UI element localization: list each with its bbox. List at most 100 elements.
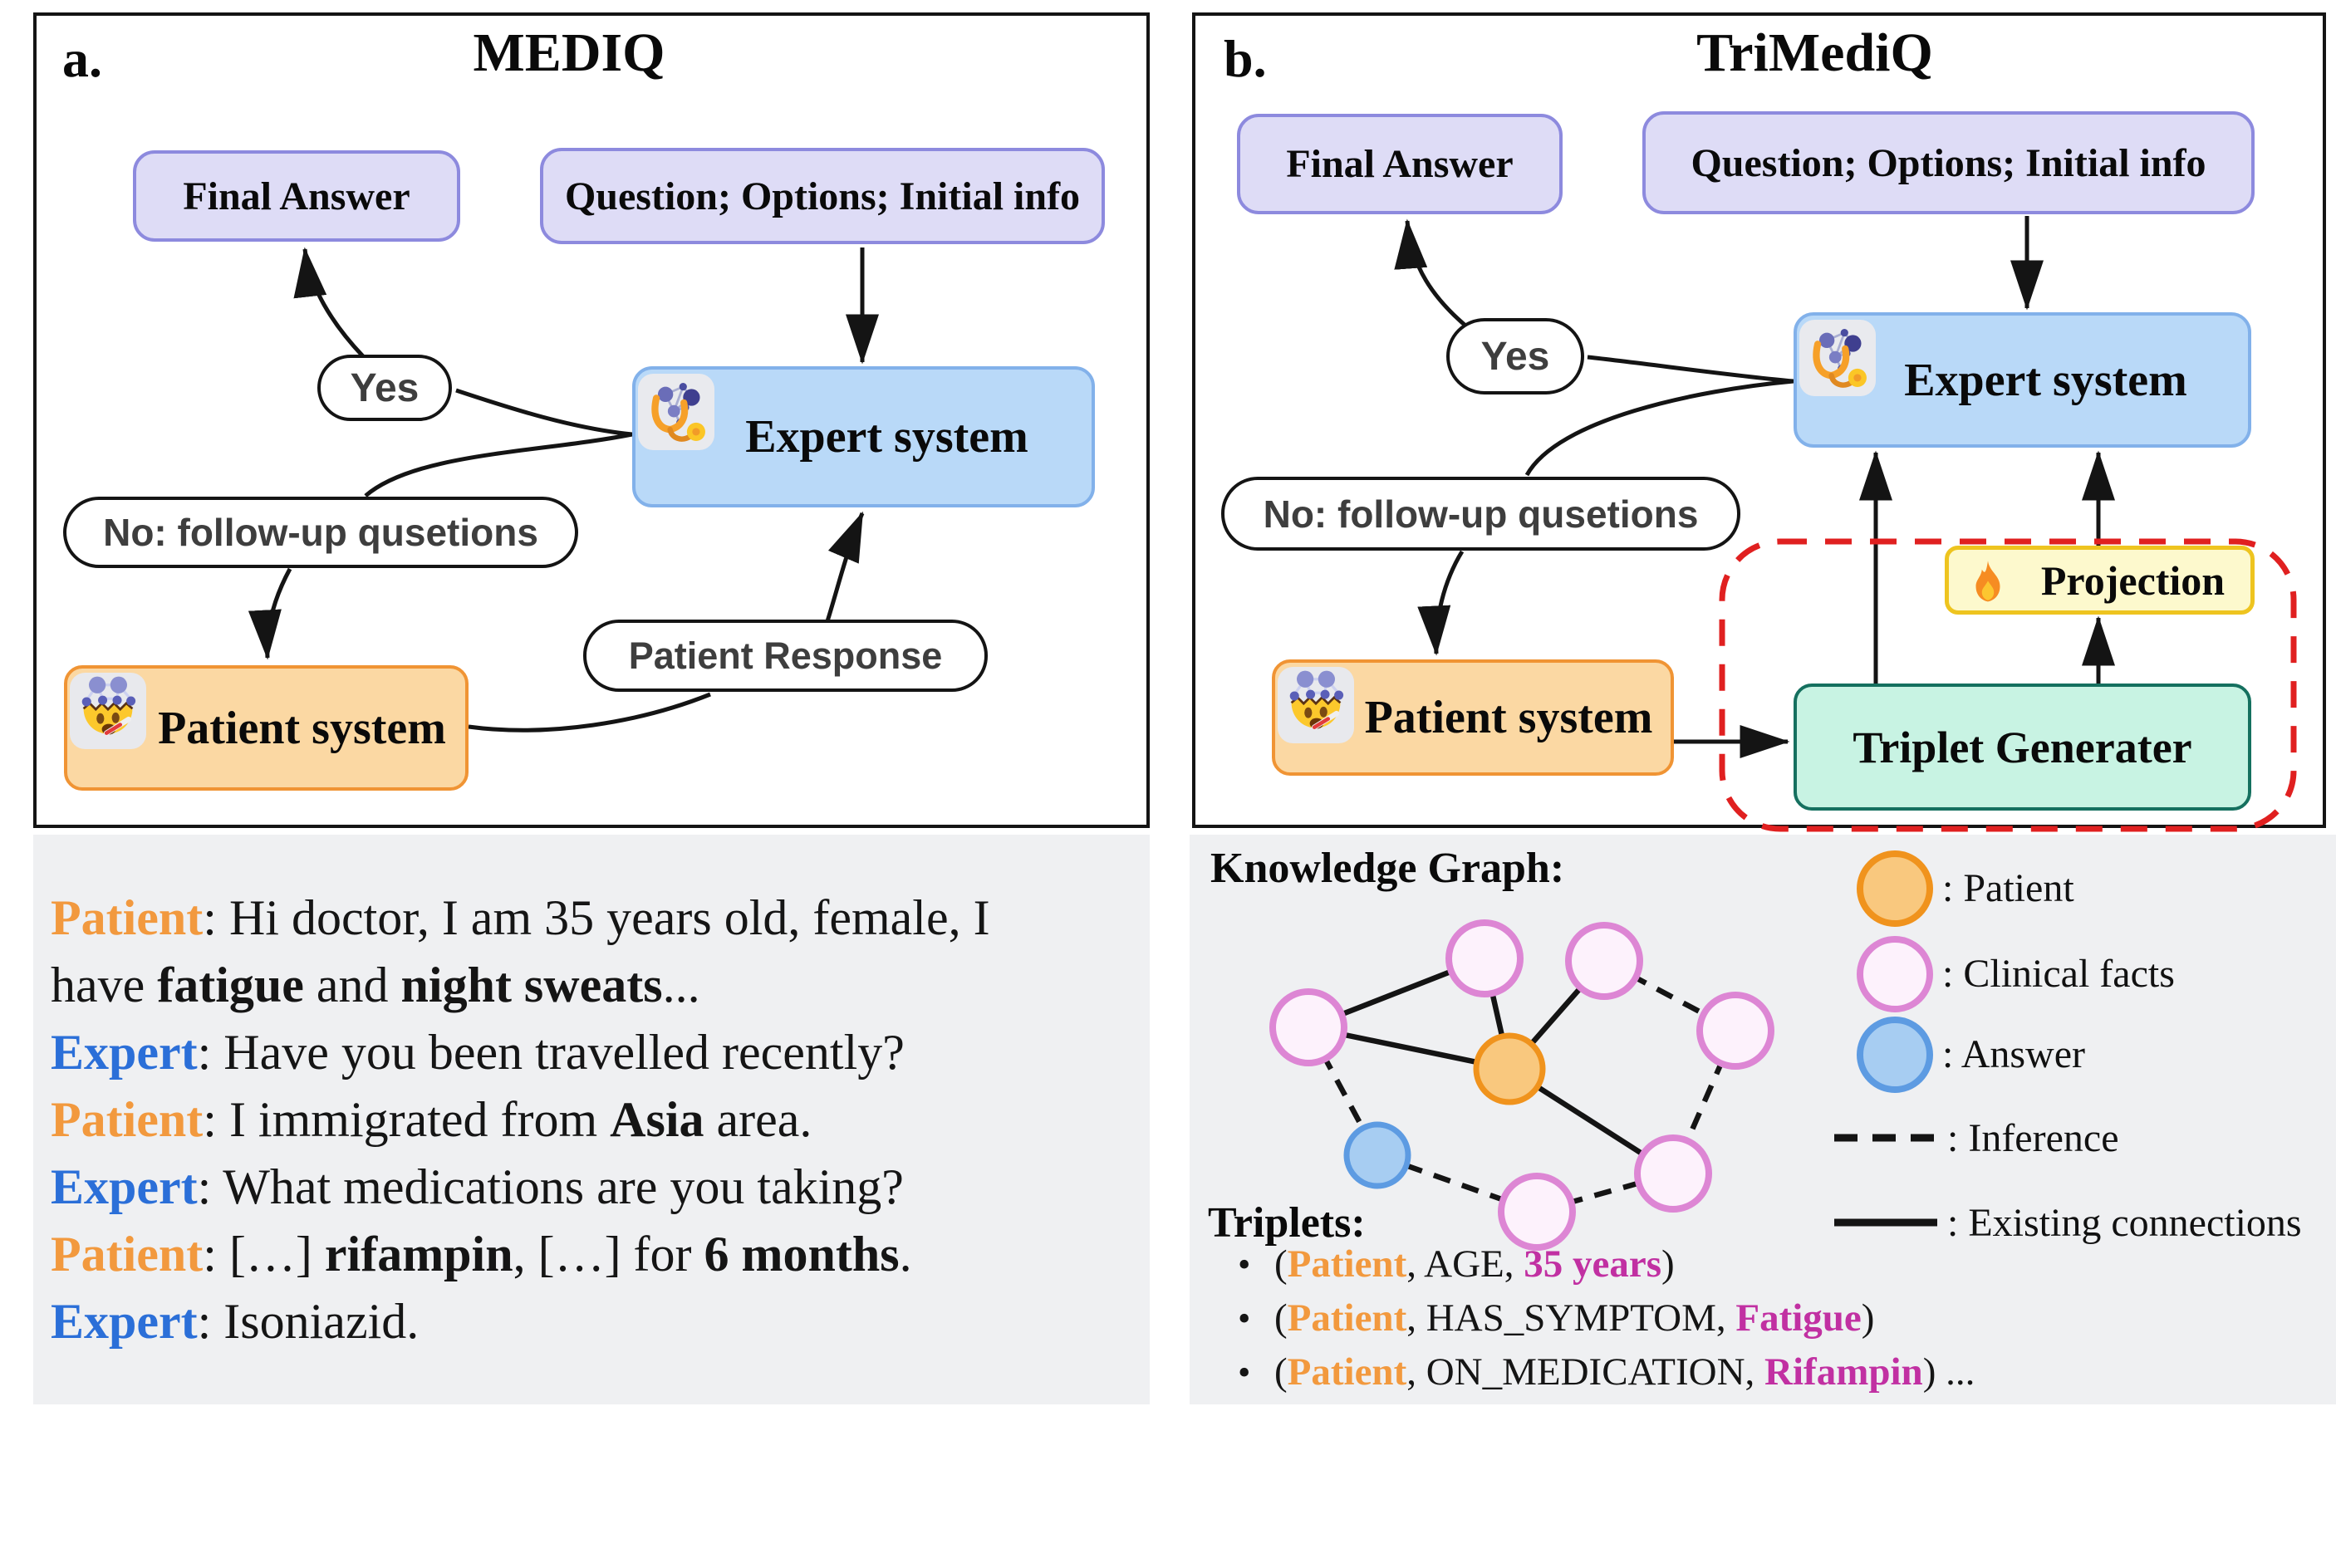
speaker-label: Patient	[51, 890, 204, 945]
yes-label-b: Yes	[1480, 334, 1550, 379]
patient-system-box-b: Patient system	[1272, 659, 1674, 776]
patient-system-label-b: Patient system	[1364, 692, 1653, 743]
legend-label-inference: : Inference	[1947, 1116, 2119, 1160]
expert-system-label-b: Expert system	[1904, 354, 2187, 406]
triplet-text: (Patient, AGE, 35 years)	[1274, 1237, 1675, 1291]
legend-label-clinical: : Clinical facts	[1942, 952, 2175, 996]
no-followup-oval-b: No: follow-up qusetions	[1221, 477, 1740, 551]
triplet-subject: Patient	[1287, 1296, 1407, 1340]
triplet-segment: )	[1661, 1242, 1675, 1286]
yes-oval-a: Yes	[317, 355, 452, 421]
conversation-segment: have	[51, 958, 158, 1012]
legend-label-patient: : Patient	[1942, 866, 2074, 910]
triplet-generator-label: Triplet Generater	[1853, 722, 2192, 772]
exploding-head-network-icon	[1278, 667, 1354, 743]
yes-oval-b: Yes	[1446, 318, 1584, 394]
conversation-line: Expert: Have you been travelled recently…	[51, 1019, 1131, 1086]
conversation-segment: : What medications are you taking?	[197, 1159, 904, 1214]
triplet-object: 35 years	[1524, 1242, 1661, 1286]
no-followup-label-b: No: follow-up qusetions	[1263, 492, 1699, 536]
final-answer-label-a: Final Answer	[183, 174, 410, 218]
projection-label: Projection	[2040, 556, 2226, 604]
final-answer-box-b: Final Answer	[1237, 114, 1563, 214]
legend-item-patient	[1857, 850, 1933, 927]
conversation-segment: : Isoniazid.	[197, 1294, 420, 1349]
triplet-segment: ) ...	[1922, 1350, 1975, 1394]
final-answer-box-a: Final Answer	[133, 150, 460, 242]
conversation-segment: rifampin	[324, 1227, 513, 1281]
conversation-segment: night sweats	[400, 958, 663, 1012]
question-options-box-a: Question; Options; Initial info	[540, 148, 1105, 244]
conversation-segment: : I immigrated from	[203, 1092, 611, 1147]
conversation-segment: .	[899, 1227, 912, 1281]
knowledge-graph-heading: Knowledge Graph:	[1210, 845, 1565, 892]
triplet-segment: , HAS_SYMPTOM,	[1406, 1296, 1736, 1340]
stethoscope-network-icon	[638, 374, 714, 450]
bullet-marker: •	[1238, 1244, 1251, 1285]
legend-label-existing: : Existing connections	[1947, 1201, 2302, 1245]
patient-response-oval-a: Patient Response	[583, 620, 988, 692]
conversation-line: have fatigue and night sweats...	[51, 952, 1131, 1019]
legend-item-answer	[1857, 1017, 1933, 1093]
conversation-transcript: Patient: Hi doctor, I am 35 years old, f…	[51, 884, 1131, 1355]
triplet-text: (Patient, ON_MEDICATION, Rifampin) ...	[1274, 1345, 1975, 1399]
conversation-segment: , […] for	[513, 1227, 704, 1281]
no-followup-label-a: No: follow-up qusetions	[103, 511, 538, 554]
conversation-segment: area.	[704, 1092, 812, 1147]
triplet-subject: Patient	[1287, 1242, 1407, 1286]
conversation-segment: : […]	[203, 1227, 325, 1281]
speaker-label: Expert	[51, 1025, 198, 1080]
patient-response-label-a: Patient Response	[628, 634, 943, 677]
triplet-item: • (Patient, ON_MEDICATION, Rifampin) ...	[1238, 1345, 1975, 1399]
speaker-label: Expert	[51, 1159, 198, 1214]
triplet-segment: , AGE,	[1406, 1242, 1524, 1286]
panel-a-title: MEDIQ	[473, 22, 665, 83]
conversation-segment: Asia	[610, 1092, 704, 1147]
projection-box: Projection	[1945, 546, 2255, 615]
legend-label-answer: : Answer	[1942, 1032, 2085, 1076]
panel-b-label: b.	[1224, 29, 1267, 88]
final-answer-label-b: Final Answer	[1286, 142, 1514, 186]
question-options-label-a: Question; Options; Initial info	[564, 174, 1081, 218]
expert-system-box-a: Expert system	[632, 366, 1095, 507]
conversation-line: Expert: What medications are you taking?	[51, 1154, 1131, 1221]
panel-a-label: a.	[62, 29, 102, 88]
triplet-text: (Patient, HAS_SYMPTOM, Fatigue)	[1274, 1291, 1874, 1345]
conversation-line: Expert: Isoniazid.	[51, 1288, 1131, 1355]
yes-label-a: Yes	[350, 365, 420, 410]
triplet-object: Fatigue	[1735, 1296, 1862, 1340]
triplet-item: • (Patient, HAS_SYMPTOM, Fatigue)	[1238, 1291, 1975, 1345]
speaker-label: Expert	[51, 1294, 198, 1349]
question-options-box-b: Question; Options; Initial info	[1642, 111, 2255, 214]
no-followup-oval-a: No: follow-up qusetions	[63, 497, 578, 568]
speaker-label: Patient	[51, 1227, 204, 1281]
triplets-heading: Triplets:	[1208, 1199, 1366, 1247]
answer-node-swatch	[1857, 1017, 1933, 1093]
triplets-list: •(Patient, AGE, 35 years)•(Patient, HAS_…	[1238, 1237, 1975, 1399]
stethoscope-network-icon	[1799, 320, 1876, 396]
triplet-segment: , ON_MEDICATION,	[1406, 1350, 1765, 1394]
triplet-generator-box: Triplet Generater	[1794, 684, 2251, 811]
triplet-segment: )	[1861, 1296, 1875, 1340]
patient-system-label-a: Patient system	[158, 702, 446, 754]
triplet-segment: (	[1274, 1242, 1288, 1286]
triplet-segment: (	[1274, 1350, 1288, 1394]
bullet-marker: •	[1238, 1352, 1251, 1393]
triplet-object: Rifampin	[1764, 1350, 1923, 1394]
conversation-panel-bg	[33, 835, 1150, 1404]
conversation-line: Patient: Hi doctor, I am 35 years old, f…	[51, 884, 1131, 952]
exploding-head-network-icon	[70, 673, 146, 749]
expert-system-box-b: Expert system	[1794, 312, 2251, 448]
conversation-segment: : Have you been travelled recently?	[197, 1025, 905, 1080]
conversation-segment: : Hi doctor, I am 35 years old, female, …	[203, 890, 990, 945]
conversation-line: Patient: […] rifampin, […] for 6 months.	[51, 1221, 1131, 1288]
conversation-segment: ...	[662, 958, 700, 1012]
legend-item-clinical	[1857, 936, 1933, 1012]
patient-node-swatch	[1857, 850, 1933, 927]
triplet-segment: (	[1274, 1296, 1288, 1340]
patient-system-box-a: Patient system	[64, 665, 469, 791]
triplet-item: • (Patient, AGE, 35 years)	[1238, 1237, 1975, 1291]
expert-system-label-a: Expert system	[745, 411, 1028, 463]
conversation-line: Patient: I immigrated from Asia area.	[51, 1086, 1131, 1154]
bullet-marker: •	[1238, 1298, 1251, 1339]
